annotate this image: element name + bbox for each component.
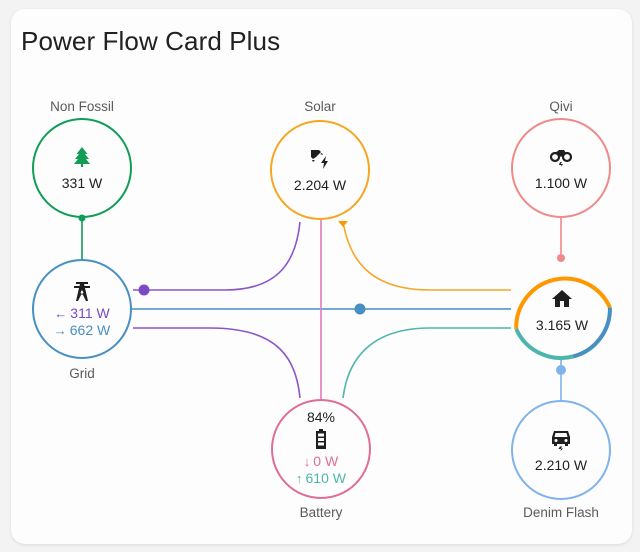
non-fossil-node[interactable]: 331 W xyxy=(32,118,132,218)
grid-export: →662 W xyxy=(54,322,110,339)
non-fossil-value: 331 W xyxy=(61,175,103,191)
grid-import-value: 311 W xyxy=(70,305,110,321)
flow-dot-solar-grid xyxy=(138,284,150,296)
qivi-node[interactable]: 1.100 W xyxy=(511,118,611,218)
leaf-tree-icon xyxy=(74,147,90,167)
battery-percentage: 84% xyxy=(306,409,336,425)
qivi-label: Qivi xyxy=(549,99,573,114)
non-fossil-label: Non Fossil xyxy=(50,99,114,114)
solar-value: 2.204 W xyxy=(293,177,347,193)
flow-dot-denim-flash xyxy=(556,365,566,375)
solar-label: Solar xyxy=(304,99,336,114)
flow-dot-qivi xyxy=(557,254,565,262)
home-icon xyxy=(552,290,572,307)
battery-in-arrow-icon: ↓ xyxy=(303,454,311,469)
grid-node[interactable]: ←311 W →662 W xyxy=(32,259,132,359)
flow-battery-home xyxy=(342,327,511,399)
grid-label: Grid xyxy=(69,366,95,381)
battery-out: ↑610 W xyxy=(296,470,346,487)
flow-grid-battery xyxy=(133,327,301,399)
battery-in-value: 0 W xyxy=(313,453,339,469)
transmission-tower-icon xyxy=(74,282,90,301)
flow-dot-grid-home xyxy=(354,303,366,315)
flow-dot-solar-home xyxy=(338,221,348,227)
battery-in: ↓0 W xyxy=(304,453,338,470)
flow-solar-grid xyxy=(133,221,301,291)
card-title: Power Flow Card Plus xyxy=(21,26,281,56)
home-value: 3.165 W xyxy=(535,317,589,333)
battery-out-value: 610 W xyxy=(305,470,346,486)
export-arrow-icon: → xyxy=(53,323,67,338)
home-node[interactable]: 3.165 W xyxy=(512,260,612,360)
home-ring xyxy=(514,276,612,360)
qivi-value: 1.100 W xyxy=(534,175,588,191)
grid-import: ←311 W xyxy=(54,305,109,322)
battery-label: Battery xyxy=(299,505,343,520)
solar-node[interactable]: 2.204 W xyxy=(270,120,370,220)
car-electric-icon xyxy=(552,431,570,451)
motorbike-electric-icon xyxy=(549,150,573,167)
import-arrow-icon: ← xyxy=(54,306,68,321)
denim-flash-node[interactable]: 2.210 W xyxy=(511,400,611,500)
solar-power-icon xyxy=(311,150,328,169)
battery-node[interactable]: 84% ↓0 W ↑610 W xyxy=(271,399,371,499)
battery-out-arrow-icon: ↑ xyxy=(296,471,303,486)
denim-flash-value: 2.210 W xyxy=(534,457,588,473)
grid-export-value: 662 W xyxy=(69,322,111,338)
denim-flash-label: Denim Flash xyxy=(523,505,599,520)
battery-high-icon xyxy=(316,429,326,449)
flow-solar-home xyxy=(342,221,511,291)
